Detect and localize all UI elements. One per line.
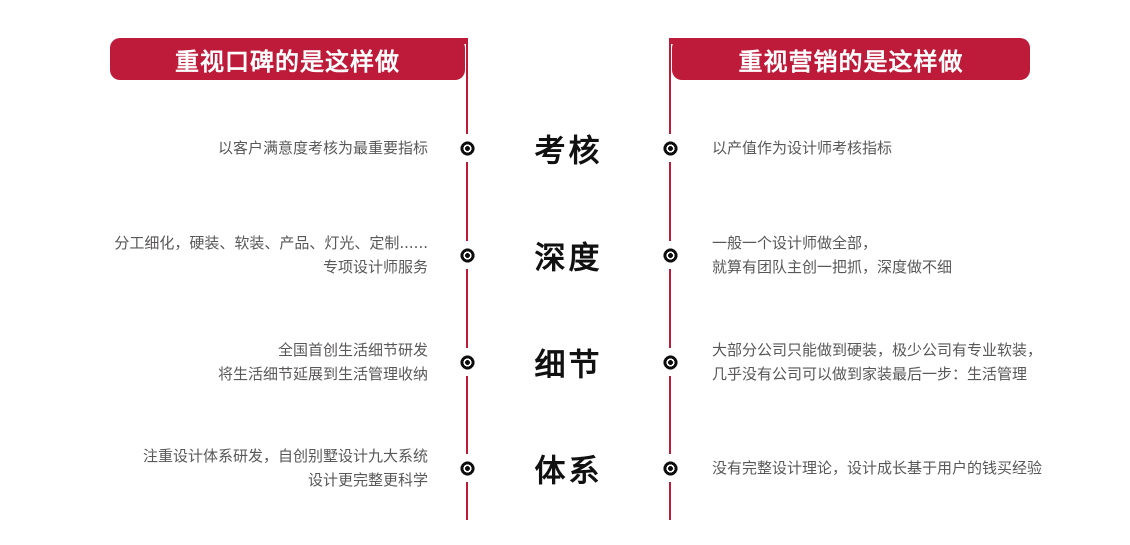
right-timeline-line: [669, 38, 671, 520]
row-assessment-left-marker: [457, 134, 477, 162]
bullseye-icon: [459, 247, 475, 263]
row-depth-right-text: 一般一个设计师做全部， 就算有团队主创一把抓，深度做不细: [712, 234, 953, 276]
right-column-header: 重视营销的是这样做: [672, 38, 1030, 80]
row-system-right-marker: [660, 454, 680, 482]
row-detail-left-marker: [457, 348, 477, 376]
row-depth-label: 深度: [534, 240, 603, 277]
row-depth-left-text: 分工细化，硬装、软装、产品、灯光、定制...... 专项设计师服务: [114, 234, 428, 276]
row-detail-right-marker: [660, 348, 680, 376]
bullseye-icon: [662, 140, 678, 156]
row-assessment-right-text: 以产值作为设计师考核指标: [712, 139, 893, 157]
row-system-left-marker: [457, 454, 477, 482]
bullseye-icon: [662, 460, 678, 476]
row-system-label: 体系: [534, 453, 603, 490]
bullseye-icon: [459, 354, 475, 370]
row-detail-label: 细节: [534, 347, 603, 384]
bullseye-icon: [662, 247, 678, 263]
bullseye-icon: [662, 354, 678, 370]
row-system-left-text: 注重设计体系研发，自创别墅设计九大系统 设计更完整更科学: [142, 447, 428, 489]
row-assessment-right-marker: [660, 134, 680, 162]
row-system-right-text: 没有完整设计理论，设计成长基于用户的钱买经验: [712, 459, 1043, 477]
left-timeline-line: [466, 38, 468, 520]
row-depth-left-marker: [457, 241, 477, 269]
bullseye-icon: [459, 140, 475, 156]
row-assessment-left-text: 以客户满意度考核为最重要指标: [217, 139, 428, 157]
row-depth-right-marker: [660, 241, 680, 269]
row-detail-right-text: 大部分公司只能做到硬装，极少公司有专业软装， 几乎没有公司可以做到家装最后一步：…: [712, 341, 1043, 383]
row-assessment-label: 考核: [534, 133, 603, 170]
row-detail-left-text: 全国首创生活细节研发 将生活细节延展到生活管理收纳: [217, 341, 428, 383]
left-column-header-label: 重视口碑的是这样做: [175, 47, 400, 76]
left-column-header: 重视口碑的是这样做: [110, 38, 465, 80]
right-column-header-label: 重视营销的是这样做: [738, 47, 964, 76]
bullseye-icon: [459, 460, 475, 476]
